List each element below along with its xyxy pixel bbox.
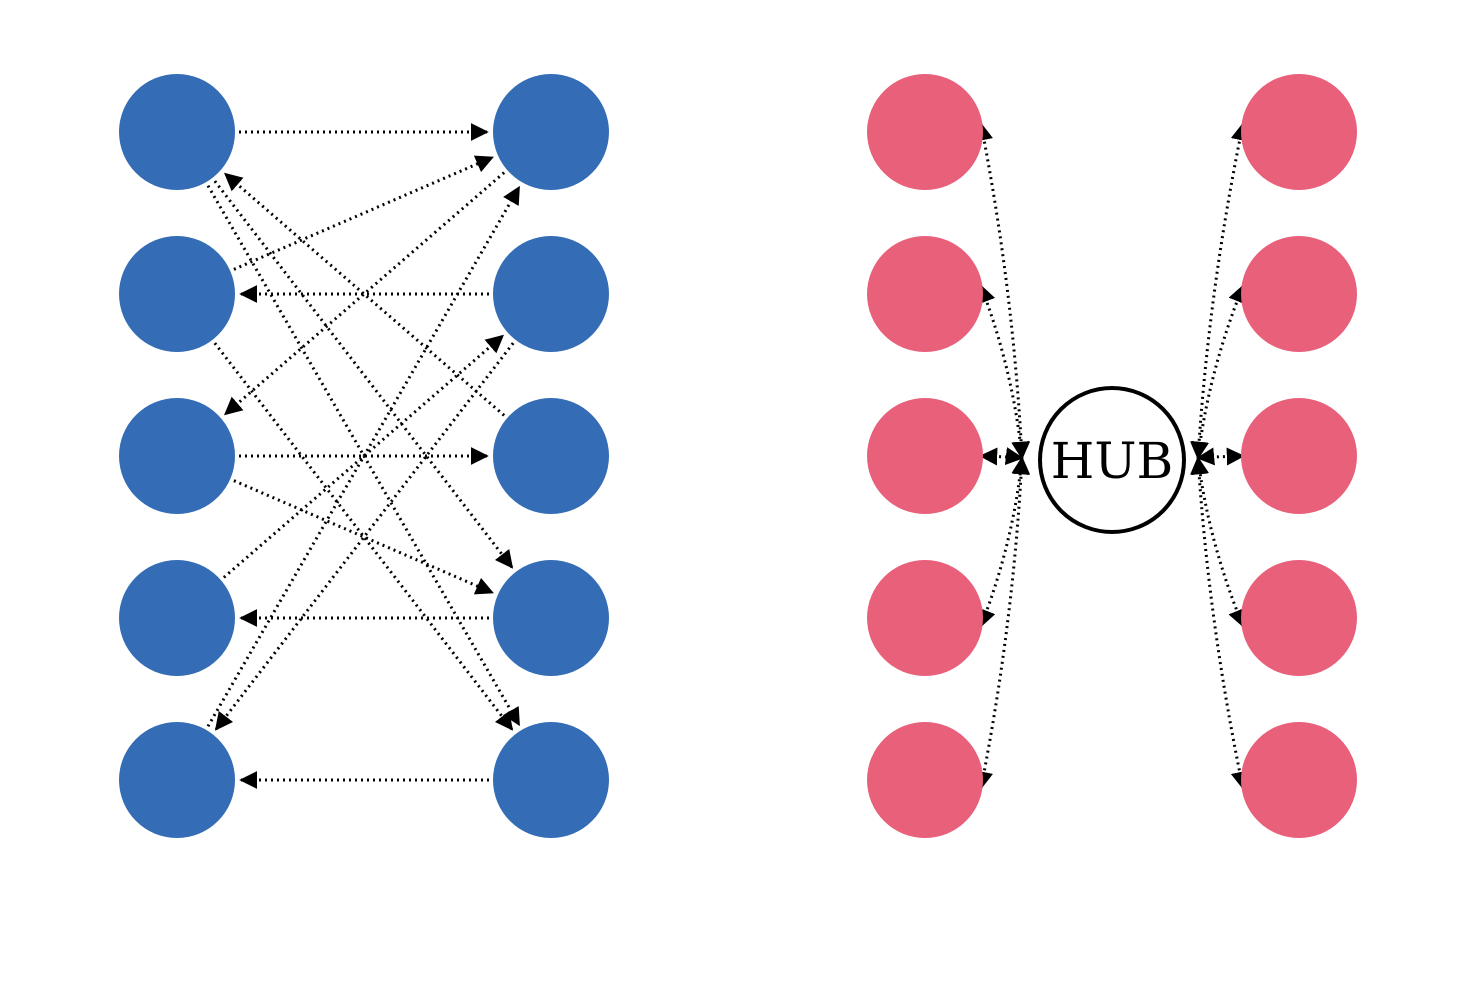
hub-right-node-4: [1241, 560, 1357, 676]
hub-left-link-4: [978, 456, 1030, 628]
hub-left-node-2: [867, 236, 983, 352]
mesh-network: [119, 74, 609, 838]
mesh-edge-L2-R1: [233, 155, 494, 271]
hub-right-node-3: [1241, 398, 1357, 514]
mesh-edge-L5-R1: [206, 185, 521, 728]
mesh-right-node-1: [493, 74, 609, 190]
hub-left-node-5: [867, 722, 983, 838]
hub-node: [1038, 386, 1186, 534]
mesh-edges: [206, 123, 521, 789]
mesh-edge-L4-R2: [222, 334, 504, 579]
mesh-right-node-3: [493, 398, 609, 514]
hub-spoke-nodes: [867, 74, 1357, 838]
hub-right-node-5: [1241, 722, 1357, 838]
mesh-left-node-5: [119, 722, 235, 838]
mesh-edge-L1-R4: [213, 180, 514, 569]
hub-left-link-5: [975, 456, 1031, 790]
mesh-left-node-3: [119, 398, 235, 514]
mesh-left-node-2: [119, 236, 235, 352]
hub-left-link-2: [978, 284, 1030, 460]
mesh-left-node-1: [119, 74, 235, 190]
hub-right-link-4: [1191, 456, 1246, 628]
mesh-edge-L3-R4: [233, 479, 494, 595]
mesh-nodes: [119, 74, 609, 838]
hub-right-link-2: [1191, 284, 1246, 460]
hub-spoke-edges: [975, 122, 1249, 790]
hub-right-node-2: [1241, 236, 1357, 352]
hub-right-link-5: [1190, 456, 1249, 790]
hub-right-link-3: [1196, 447, 1245, 466]
mesh-right-node-2: [493, 236, 609, 352]
hub-left-node-1: [867, 74, 983, 190]
hub-left-node-3: [867, 398, 983, 514]
hub-left-link-3: [979, 447, 1024, 466]
hub-left-node-4: [867, 560, 983, 676]
hub-right-node-1: [1241, 74, 1357, 190]
mesh-left-node-4: [119, 560, 235, 676]
hub-network: HUB: [867, 74, 1357, 838]
mesh-edge-R1-L3: [224, 171, 506, 416]
mesh-edge-R3-L1: [224, 172, 506, 417]
hub-label: HUB: [1051, 432, 1174, 490]
mesh-right-node-4: [493, 560, 609, 676]
mesh-edge-L1-R5: [206, 184, 521, 727]
mesh-right-node-5: [493, 722, 609, 838]
